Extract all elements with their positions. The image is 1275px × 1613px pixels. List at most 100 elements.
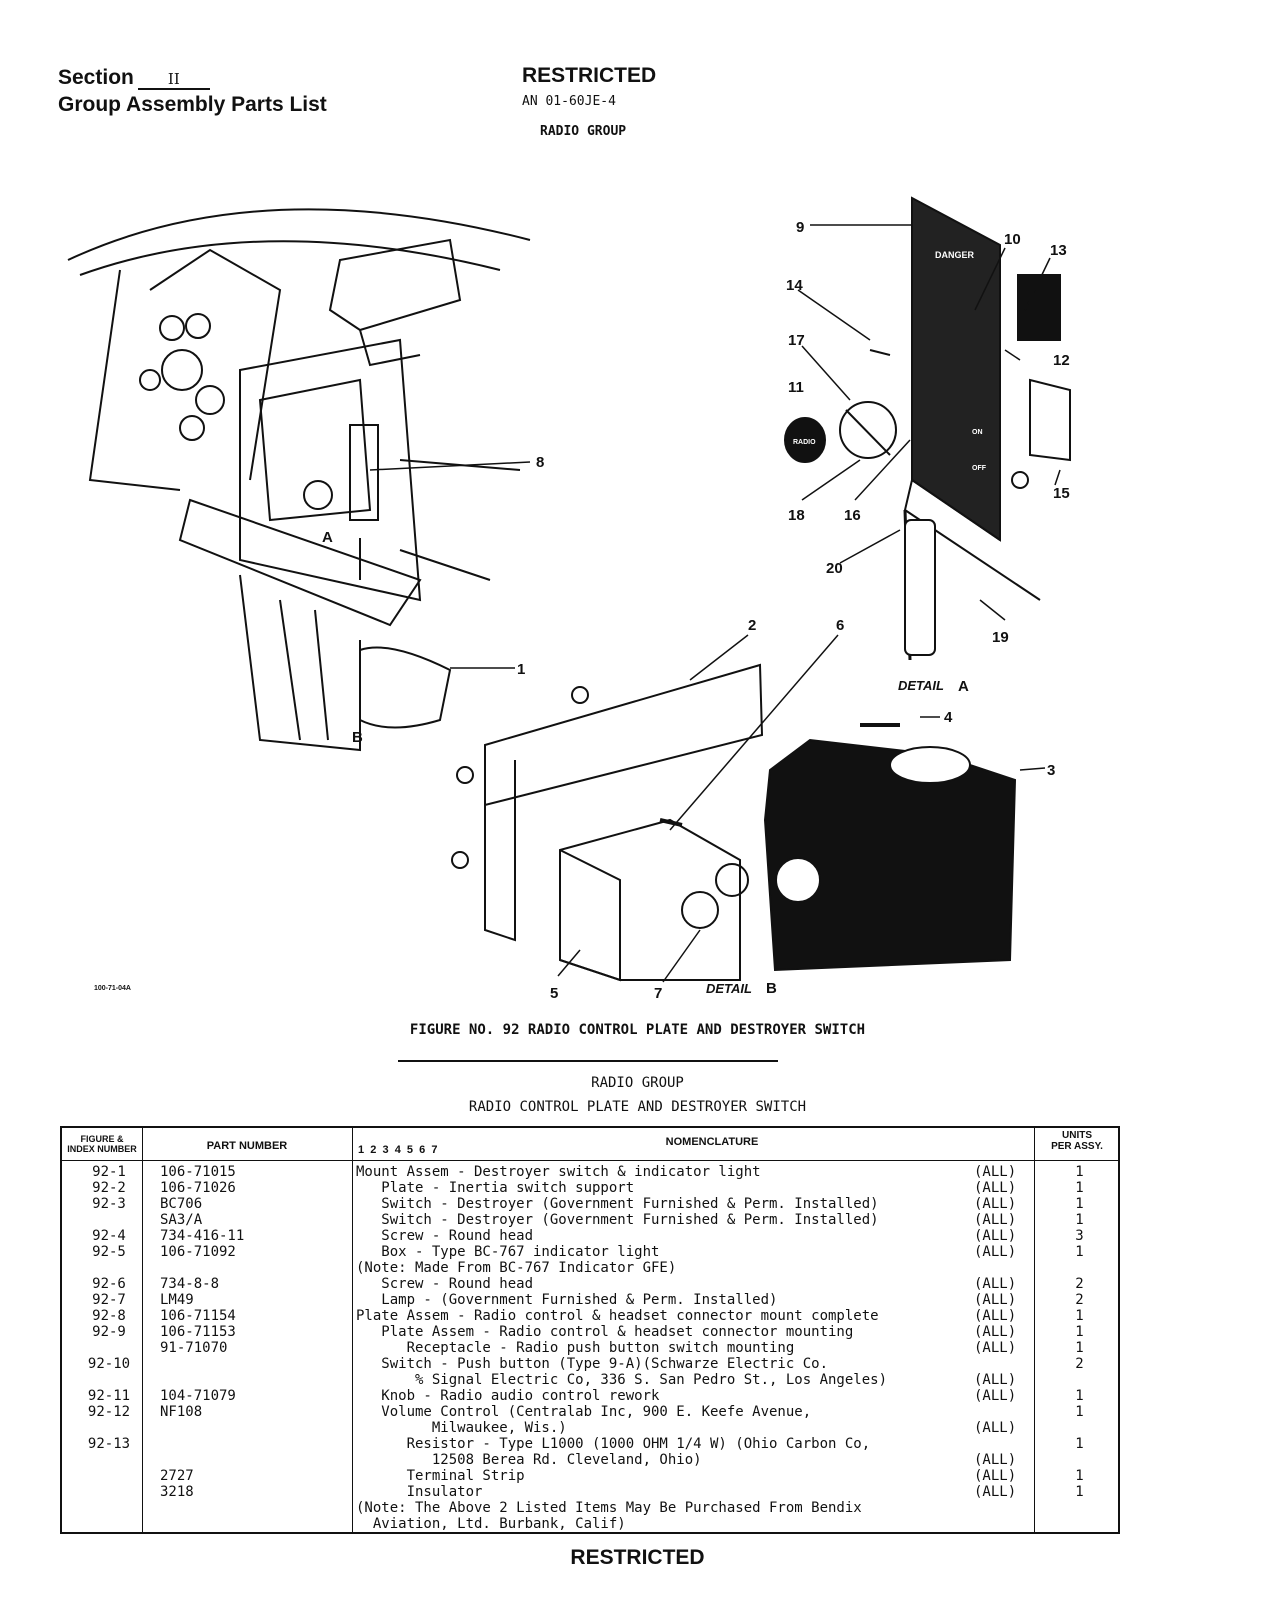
nomenclature-cell: Aviation, Ltd. Burbank, Calif) bbox=[356, 1516, 626, 1532]
cockpit-overview-drawing bbox=[67, 208, 531, 752]
nomenclature-cell: Terminal Strip bbox=[356, 1468, 525, 1484]
illustration-code: 100-71-04A bbox=[94, 985, 131, 992]
table-row: 12508 Berea Rd. Cleveland, Ohio) (ALL) bbox=[62, 1452, 1118, 1468]
effectivity-cell: (ALL) bbox=[974, 1484, 1017, 1500]
index-cell: 92-6 bbox=[92, 1276, 126, 1292]
table-row: 92-6 734-8-8 Screw - Round head (ALL) 2 bbox=[62, 1276, 1118, 1292]
nomenclature-cell: Plate Assem - Radio control & headset co… bbox=[356, 1324, 854, 1340]
header-units-line2: PER ASSY. bbox=[1051, 1141, 1103, 1152]
knob-radio-text: RADIO bbox=[793, 439, 816, 446]
units-cell: 1 bbox=[1075, 1436, 1084, 1452]
restricted-marking-top: RESTRICTED bbox=[522, 64, 657, 87]
units-cell: 1 bbox=[1075, 1308, 1084, 1324]
panel-on-text: ON bbox=[972, 429, 983, 436]
part-number-cell: 106-71153 bbox=[160, 1324, 236, 1340]
nomenclature-cell: Volume Control (Centralab Inc, 900 E. Ke… bbox=[356, 1404, 812, 1420]
detail-b-letter: B bbox=[766, 980, 777, 997]
parts-list-group: RADIO GROUP bbox=[591, 1075, 684, 1091]
header-index-line1: FIGURE & bbox=[80, 1134, 124, 1144]
nomenclature-cell: 12508 Berea Rd. Cleveland, Ohio) bbox=[356, 1452, 702, 1468]
callout-6: 6 bbox=[836, 617, 844, 634]
restricted-marking-bottom: RESTRICTED bbox=[570, 1546, 705, 1569]
units-cell: 1 bbox=[1075, 1404, 1084, 1420]
part-number-cell: 3218 bbox=[160, 1484, 194, 1500]
part-number-cell: 106-71092 bbox=[160, 1244, 236, 1260]
nomenclature-cell: Switch - Destroyer (Government Furnished… bbox=[356, 1212, 879, 1228]
units-cell: 2 bbox=[1075, 1276, 1084, 1292]
column-header-index: FIGURE & INDEX NUMBER bbox=[64, 1134, 140, 1154]
table-row: Milwaukee, Wis.)(ALL) bbox=[62, 1420, 1118, 1436]
document-number: AN 01-60JE-4 bbox=[522, 94, 616, 109]
index-cell: 92-9 bbox=[92, 1324, 126, 1340]
detail-b-label: DETAIL bbox=[706, 981, 752, 996]
table-row: 92-5 106-71092 Box - Type BC-767 indicato… bbox=[62, 1244, 1118, 1260]
units-cell: 2 bbox=[1075, 1356, 1084, 1372]
index-cell: 92-2 bbox=[92, 1180, 126, 1196]
callout-8: 8 bbox=[536, 454, 544, 471]
exploded-view-illustration: 8 1 2 6 3 4 9 10 13 14 17 11 12 15 16 18… bbox=[67, 196, 1071, 1002]
effectivity-cell: (ALL) bbox=[974, 1468, 1017, 1484]
index-cell: 92-5 bbox=[92, 1244, 126, 1260]
part-number-cell: 106-71154 bbox=[160, 1308, 236, 1324]
table-row: (Note: The Above 2 Listed Items May Be P… bbox=[62, 1500, 1118, 1516]
group-title: Group Assembly Parts List bbox=[58, 93, 327, 116]
units-cell: 1 bbox=[1075, 1340, 1084, 1356]
effectivity-cell: (ALL) bbox=[974, 1308, 1017, 1324]
index-cell: 92-3 bbox=[92, 1196, 126, 1212]
column-header-nomenclature: NOMENCLATURE bbox=[665, 1136, 759, 1148]
nomenclature-cell: Plate - Inertia switch support bbox=[356, 1180, 635, 1196]
effectivity-cell: (ALL) bbox=[974, 1212, 1017, 1228]
nomenclature-cell: Milwaukee, Wis.) bbox=[356, 1420, 567, 1436]
units-cell: 1 bbox=[1075, 1196, 1084, 1212]
effectivity-cell: (ALL) bbox=[974, 1244, 1017, 1260]
header-index-line2: INDEX NUMBER bbox=[67, 1144, 137, 1154]
units-cell: 1 bbox=[1075, 1484, 1084, 1500]
callout-17: 17 bbox=[788, 332, 805, 349]
column-header-part-number: PART NUMBER bbox=[206, 1140, 288, 1152]
nomenclature-cell: Receptacle - Radio push button switch mo… bbox=[356, 1340, 795, 1356]
callout-14: 14 bbox=[786, 277, 803, 294]
callout-9: 9 bbox=[796, 219, 804, 236]
panel-off-text: OFF bbox=[972, 465, 987, 472]
effectivity-cell: (ALL) bbox=[974, 1276, 1017, 1292]
effectivity-cell: (ALL) bbox=[974, 1324, 1017, 1340]
callout-20: 20 bbox=[826, 560, 843, 577]
callout-10: 10 bbox=[1004, 231, 1021, 248]
part-number-cell: 106-71015 bbox=[160, 1164, 236, 1180]
part-number-cell: BC706 bbox=[160, 1196, 203, 1212]
column-header-indent-levels: 1 2 3 4 5 6 7 bbox=[358, 1144, 438, 1156]
document-group: RADIO GROUP bbox=[540, 124, 627, 139]
effectivity-cell: (ALL) bbox=[974, 1292, 1017, 1308]
units-cell: 3 bbox=[1075, 1228, 1084, 1244]
effectivity-cell: (ALL) bbox=[974, 1372, 1017, 1388]
callout-15: 15 bbox=[1053, 485, 1070, 502]
nomenclature-cell: Screw - Round head bbox=[356, 1276, 534, 1292]
column-divider bbox=[142, 1128, 143, 1532]
nomenclature-cell: Box - Type BC-767 indicator light bbox=[356, 1244, 660, 1260]
nomenclature-cell: Switch - Destroyer (Government Furnished… bbox=[356, 1196, 879, 1212]
callout-13: 13 bbox=[1050, 242, 1067, 259]
effectivity-cell: (ALL) bbox=[974, 1228, 1017, 1244]
part-number-cell: 734-8-8 bbox=[160, 1276, 220, 1292]
units-cell: 1 bbox=[1075, 1324, 1084, 1340]
callout-3: 3 bbox=[1047, 762, 1055, 779]
effectivity-cell: (ALL) bbox=[974, 1452, 1017, 1468]
table-row: 92-9 106-71153 Plate Assem - Radio contro… bbox=[62, 1324, 1118, 1340]
part-number-cell: LM49 bbox=[160, 1292, 194, 1308]
part-number-cell: NF108 bbox=[160, 1404, 203, 1420]
detail-a-drawing bbox=[784, 196, 1071, 661]
column-header-units: UNITS PER ASSY. bbox=[1036, 1130, 1118, 1152]
parts-list-title: RADIO CONTROL PLATE AND DESTROYER SWITCH bbox=[468, 1099, 807, 1115]
units-cell: 1 bbox=[1075, 1180, 1084, 1196]
view-label-b: B bbox=[352, 729, 363, 746]
callout-18: 18 bbox=[788, 507, 805, 524]
section-number: II bbox=[137, 70, 210, 90]
units-cell: 1 bbox=[1075, 1468, 1084, 1484]
figure-caption: FIGURE NO. 92 RADIO CONTROL PLATE AND DE… bbox=[409, 1022, 866, 1038]
callout-4: 4 bbox=[944, 709, 953, 726]
detail-a-label: DETAIL bbox=[898, 678, 944, 693]
